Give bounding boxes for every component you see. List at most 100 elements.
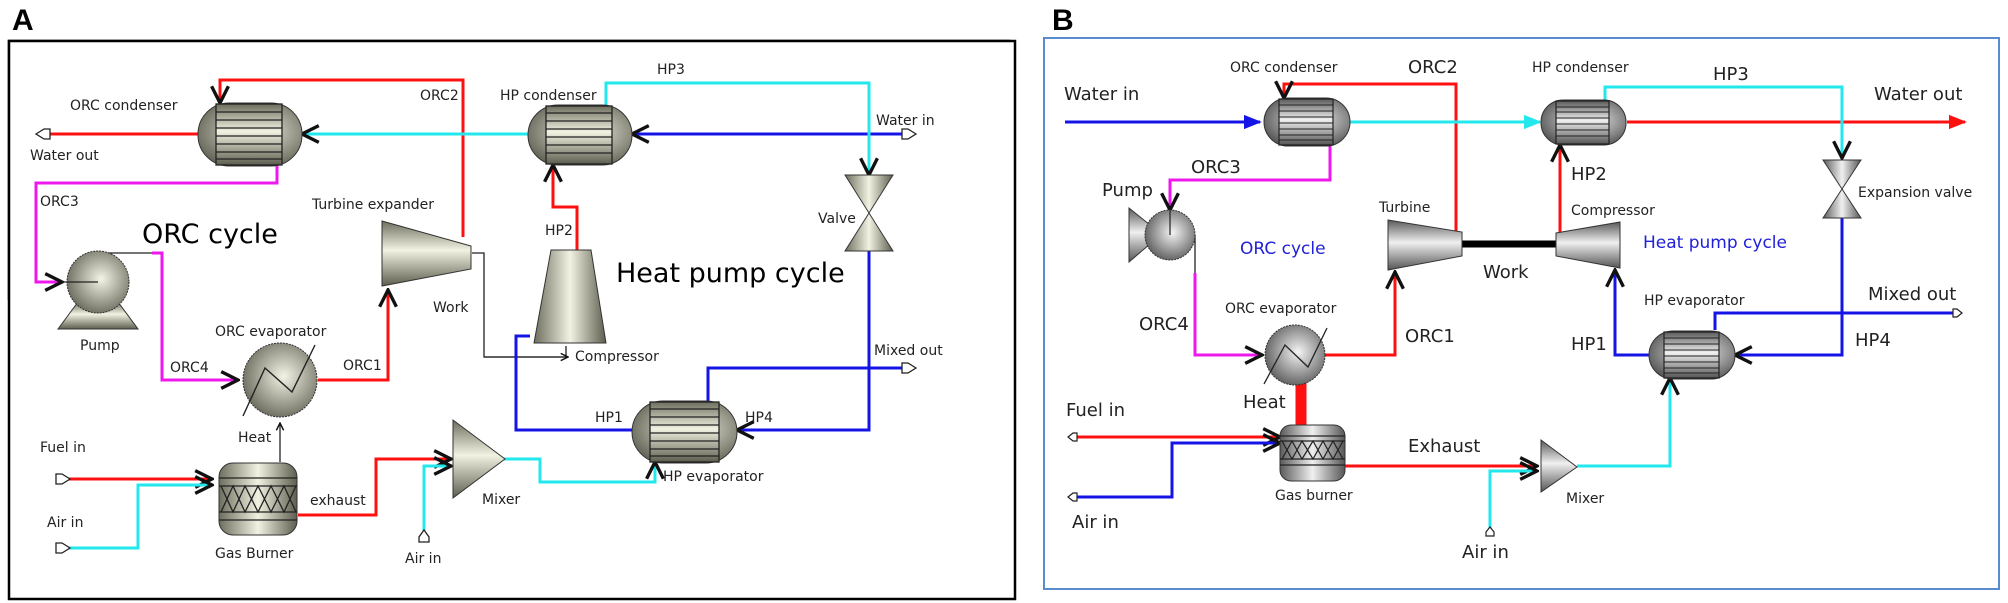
label-hp-evaporator-a: HP evaporator [663, 469, 764, 485]
stream-mixer-out-a [504, 457, 655, 484]
label-orc2-a: ORC2 [420, 88, 459, 104]
hp-evaporator-a[interactable] [631, 400, 738, 464]
port-water-in-a-icon [901, 128, 918, 140]
orc-evaporator-b[interactable] [1263, 324, 1328, 386]
label-turbine-a: Turbine expander [311, 197, 434, 213]
label-hp2-a: HP2 [545, 223, 573, 239]
stream-orc2-b [1284, 84, 1458, 232]
label-water-out-b: Water out [1874, 84, 1962, 105]
label-orc1-b: ORC1 [1405, 326, 1455, 347]
label-orc3-b: ORC3 [1191, 157, 1241, 178]
stream-exhaust-a [298, 459, 451, 517]
panel-b-labels: Water in ORC condenser ORC2 HP condenser… [1064, 57, 1972, 563]
hp-evaporator-b[interactable] [1648, 330, 1736, 380]
label-heat-a: Heat [238, 430, 272, 446]
label-fuel-in-a: Fuel in [40, 440, 86, 456]
label-orc1-a: ORC1 [343, 358, 382, 374]
label-air-in-b: Air in [1072, 512, 1119, 533]
label-hp4-a: HP4 [745, 410, 773, 426]
label-water-in-b: Water in [1064, 84, 1139, 105]
hp-condenser-a[interactable] [527, 104, 633, 166]
stream-orc3-b [1170, 145, 1332, 210]
orc-condenser-b[interactable] [1263, 97, 1351, 147]
compressor-a[interactable] [533, 249, 607, 344]
label-orc-cycle-a: ORC cycle [142, 219, 278, 250]
panel-b-streams [1065, 84, 1967, 530]
valve-a[interactable] [844, 174, 894, 252]
label-orc-evaporator-b: ORC evaporator [1225, 301, 1337, 317]
panel-a-streams [34, 78, 910, 550]
turbine-b[interactable] [1387, 219, 1463, 271]
stream-orc3-a [34, 165, 279, 282]
stream-air-in-b [1072, 443, 1280, 499]
label-exhaust-a: exhaust [310, 493, 366, 509]
pump-a[interactable] [57, 250, 139, 330]
stream-mixed-out-a [706, 366, 903, 402]
port-air-in-a-icon [55, 542, 72, 554]
stream-hp4-b [1735, 218, 1844, 355]
valve-b[interactable] [1822, 159, 1862, 219]
label-orc-evaporator-a: ORC evaporator [215, 324, 327, 340]
orc-evaporator-a[interactable] [242, 342, 318, 418]
label-pump-a: Pump [80, 338, 120, 354]
label-orc-condenser-a: ORC condenser [70, 98, 178, 114]
stream-orc4-a [152, 251, 238, 380]
port-water-out-a-icon [34, 128, 51, 140]
stream-air-in-2-b [1488, 471, 1537, 530]
label-compressor-b: Compressor [1571, 203, 1655, 219]
label-hp-cycle-a: Heat pump cycle [616, 258, 845, 289]
label-mixer-b: Mixer [1566, 491, 1604, 507]
label-orc4-a: ORC4 [170, 360, 209, 376]
gas-burner-a[interactable] [218, 462, 298, 536]
port-air-in-2-a-icon [418, 528, 430, 543]
panel-letter-b: B [1052, 4, 1074, 37]
orc-condenser-a[interactable] [197, 102, 303, 167]
label-hp1-a: HP1 [595, 410, 623, 426]
label-orc4-b: ORC4 [1139, 314, 1189, 335]
stream-hp2-a [553, 165, 579, 250]
compressor-b[interactable] [1555, 221, 1621, 269]
label-orc-condenser-b: ORC condenser [1230, 60, 1338, 76]
label-exhaust-b: Exhaust [1408, 436, 1480, 457]
label-hp1-b: HP1 [1571, 334, 1607, 355]
label-gas-burner-b: Gas burner [1275, 488, 1353, 504]
label-water-in-a: Water in [876, 113, 935, 129]
panel-a-frame [7, 39, 1017, 601]
port-air-in-b-icon [1067, 492, 1078, 502]
label-mixed-out-b: Mixed out [1868, 284, 1956, 305]
stream-mixed-out-b [1713, 311, 1955, 330]
hp-condenser-b[interactable] [1540, 99, 1627, 146]
panel-a-labels: ORC condenser Water out ORC2 HP condense… [30, 62, 943, 567]
label-mixed-out-a: Mixed out [874, 343, 943, 359]
label-pump-b: Pump [1102, 180, 1153, 201]
label-turbine-b: Turbine [1378, 200, 1430, 216]
mixer-b[interactable] [1540, 439, 1578, 493]
stream-orc1-b [1325, 272, 1395, 357]
label-hp-condenser-b: HP condenser [1532, 60, 1629, 76]
port-fuel-in-a-icon [55, 473, 72, 485]
stream-hp1-a [514, 334, 632, 432]
stream-orc2-a [220, 78, 465, 237]
label-hp-cycle-b: Heat pump cycle [1643, 233, 1787, 253]
label-air-in-2-a: Air in [405, 551, 441, 567]
label-work-a: Work [433, 300, 469, 316]
stream-air-in-2-a [422, 466, 451, 536]
mixer-a[interactable] [452, 419, 506, 499]
label-valve-b: Expansion valve [1858, 185, 1972, 201]
port-mixed-out-a-icon [901, 362, 918, 374]
label-hp4-b: HP4 [1855, 330, 1891, 351]
gas-burner-b[interactable] [1279, 424, 1346, 482]
label-hp3-b: HP3 [1713, 64, 1749, 85]
label-compressor-a: Compressor [575, 349, 659, 365]
turbine-a[interactable] [381, 220, 472, 287]
port-fuel-in-b-icon [1067, 432, 1078, 442]
panel-letter-a: A [12, 4, 34, 37]
label-water-out-a: Water out [30, 148, 99, 164]
pump-b[interactable] [1128, 206, 1196, 264]
stream-air-in-a [64, 485, 212, 550]
label-hp-condenser-a: HP condenser [500, 88, 597, 104]
stream-hp3-a [604, 81, 869, 175]
label-mixer-a: Mixer [482, 492, 520, 508]
stream-mixer-out-b [1577, 378, 1670, 468]
label-orc-cycle-b: ORC cycle [1240, 239, 1326, 259]
